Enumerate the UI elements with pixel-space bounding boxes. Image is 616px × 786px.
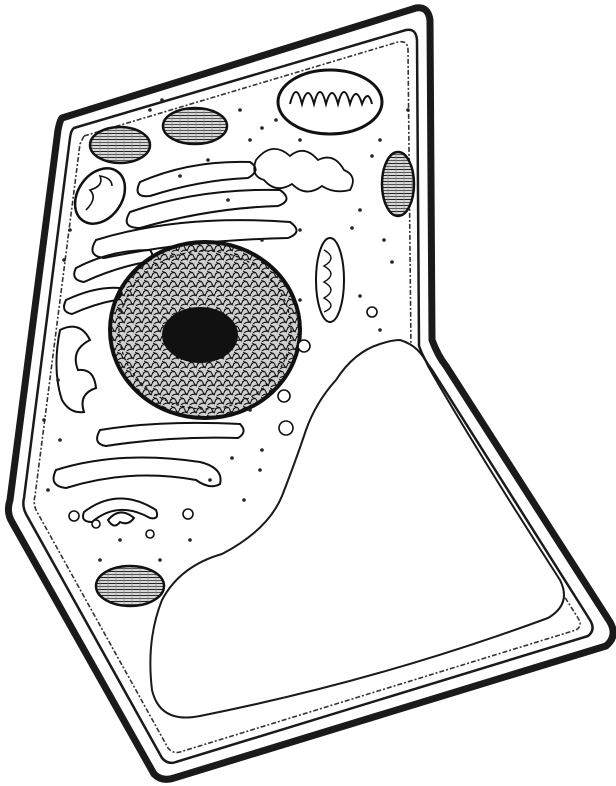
ribosome-dot	[178, 174, 182, 178]
ribosome-dot	[298, 138, 302, 142]
ribosome-dot	[238, 108, 242, 112]
ribosome-dot	[242, 498, 246, 502]
ribosome-dot	[350, 226, 354, 230]
ribosome-dot	[298, 298, 302, 302]
ribosome-dot	[260, 126, 264, 130]
ribosome-dot	[248, 138, 252, 142]
ribosome-dot	[158, 558, 162, 562]
ribosome-dot	[274, 118, 278, 122]
chloroplast	[96, 566, 164, 606]
ribosome-dot	[390, 260, 394, 264]
ribosome-dot	[406, 108, 410, 112]
ribosome-dot	[188, 538, 192, 542]
ribosome-dot	[160, 98, 164, 102]
ribosome-dot	[42, 418, 46, 422]
ribosome-dot	[370, 154, 374, 158]
ribosome-dot	[268, 378, 272, 382]
ribosome-dot	[56, 378, 60, 382]
ribosome-dot	[62, 258, 66, 262]
chloroplast	[382, 152, 414, 216]
ribosome-dot	[226, 198, 230, 202]
ribosome-dot	[118, 538, 122, 542]
ribosome-dot	[230, 456, 234, 460]
nucleolus	[162, 307, 238, 363]
mitochondrion	[316, 238, 344, 322]
ribosome-dot	[358, 294, 362, 298]
ribosome-dot	[260, 238, 264, 242]
ribosome-dot	[248, 408, 252, 412]
mitochondrion	[278, 70, 382, 134]
ribosome-dot	[46, 488, 50, 492]
ribosome-dot	[378, 138, 382, 142]
ribosome-dot	[378, 328, 382, 332]
ribosome-dot	[148, 108, 152, 112]
chloroplast	[163, 108, 227, 144]
ribosome-dot	[118, 308, 122, 312]
ribosome-dot	[258, 468, 262, 472]
ribosome-dot	[68, 228, 72, 232]
ribosome-dot	[58, 438, 62, 442]
ribosome-dot	[208, 478, 212, 482]
ribosome-dot	[382, 238, 386, 242]
ribosome-dot	[98, 558, 102, 562]
nucleus	[110, 242, 300, 418]
ribosome-dot	[298, 228, 302, 232]
chloroplast	[90, 127, 150, 163]
ribosome-dot	[260, 448, 264, 452]
ribosome-dot	[358, 208, 362, 212]
ribosome-dot	[206, 158, 210, 162]
